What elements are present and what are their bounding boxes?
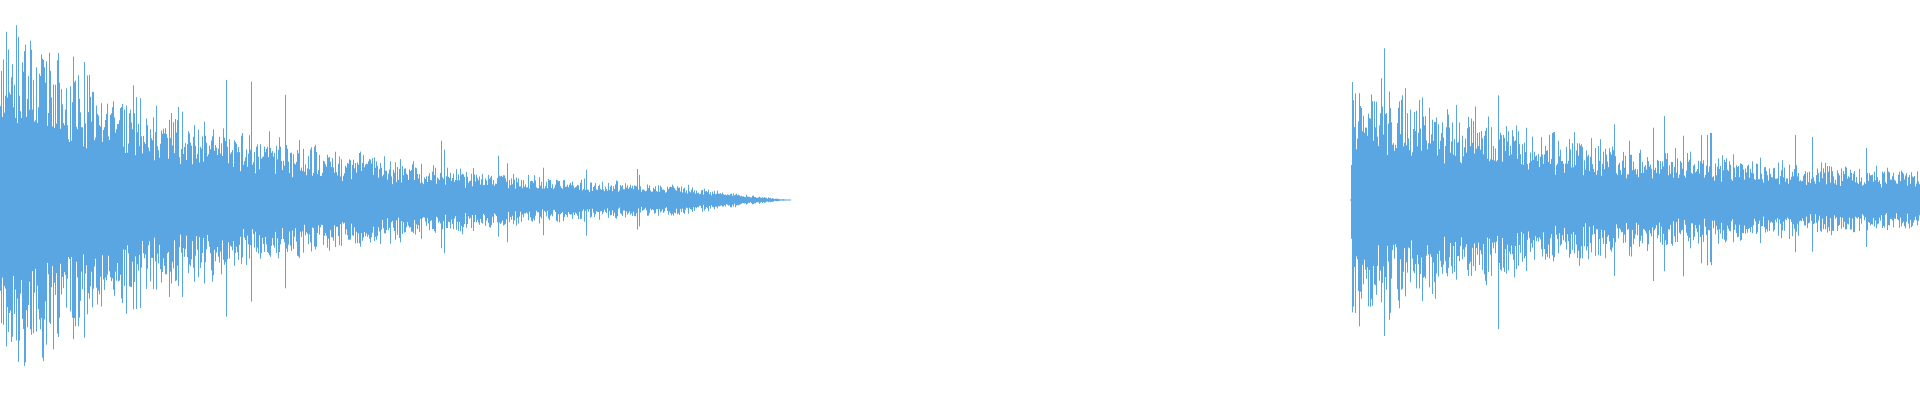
waveform-segment-2	[1351, 48, 1920, 336]
waveform-segment-1	[0, 25, 791, 367]
waveform-segments	[0, 25, 1920, 367]
